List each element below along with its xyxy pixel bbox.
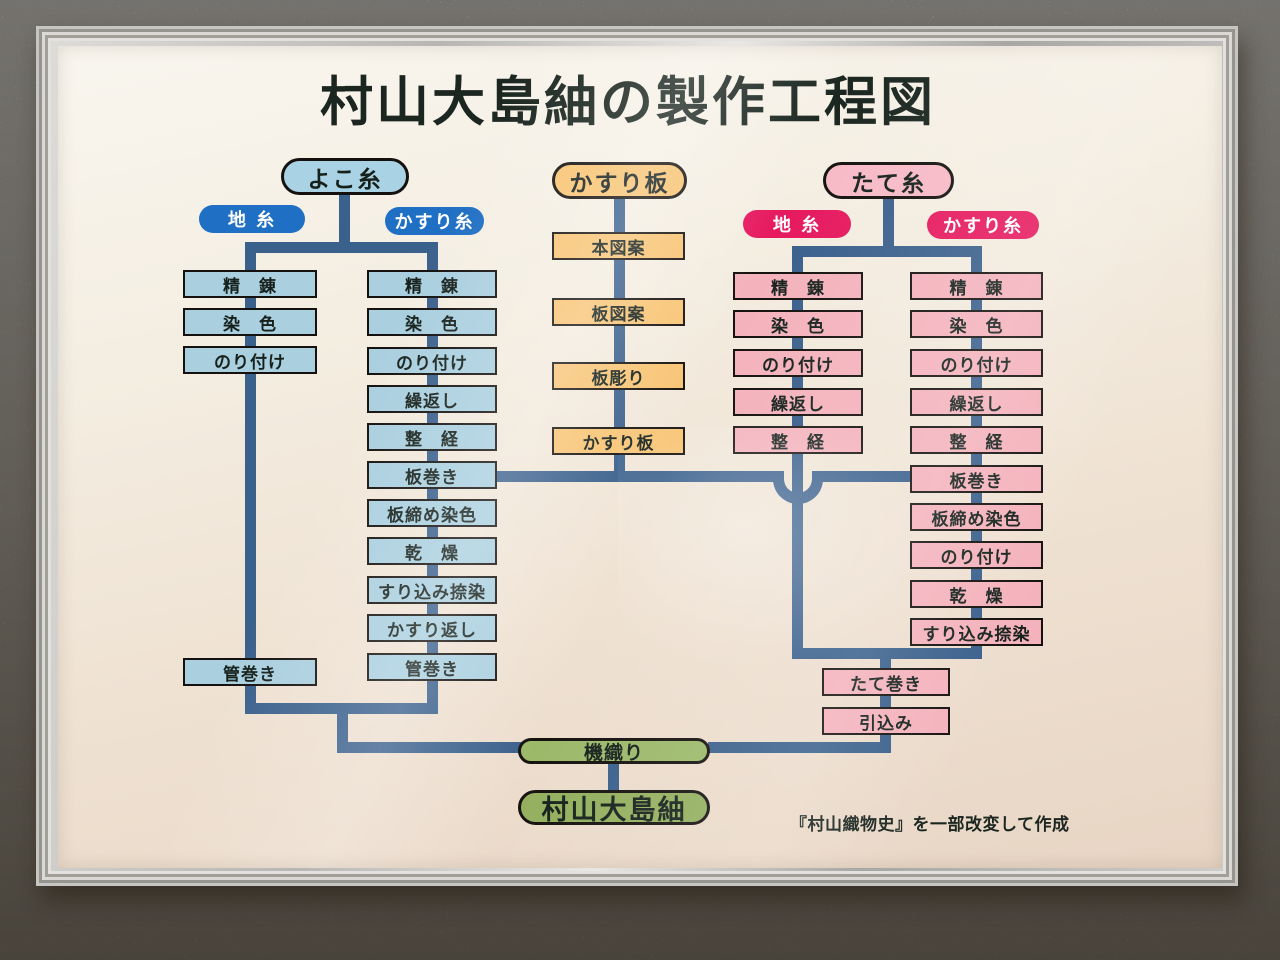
step-ita-2: 板彫り — [552, 362, 685, 390]
step-ita-1: 板図案 — [552, 298, 685, 326]
source-note: 『村山織物史』を一部改変して作成 — [790, 815, 1070, 835]
poster-paper: よこ糸 かすり板 たて糸 地 糸 かすり糸 地 糸 かすり糸 精 錬 染 色 の… — [58, 46, 1222, 868]
connector-right-merge — [792, 648, 982, 659]
step-tate-kasuri-4: 整 経 — [910, 426, 1043, 454]
step-tate-kasuri-2: のり付け — [910, 349, 1043, 377]
step-tate-jiito-3: 繰返し — [733, 388, 863, 416]
step-tate-kasuri-5: 板巻き — [910, 465, 1043, 493]
glare-overlay-2 — [618, 426, 938, 686]
step-yoko-jiito-kudamaki: 管巻き — [183, 658, 317, 686]
step-tate-kasuri-7: のり付け — [910, 541, 1043, 569]
step-tate-jiito-1: 染 色 — [733, 310, 863, 338]
step-yoko-kasuri-2: のり付け — [367, 347, 497, 375]
connector-left-jiito-lower — [245, 684, 256, 714]
node-tate-ito: たて糸 — [823, 162, 954, 199]
step-tate-kasuri-3: 繰返し — [910, 388, 1043, 416]
step-yoko-kasuri-6: 板締め染色 — [367, 499, 497, 527]
step-yoko-kasuri-9: かすり返し — [367, 614, 497, 642]
node-kasuri-ita: かすり板 — [552, 162, 687, 199]
step-tate-merge-tatemaki: たて巻き — [822, 668, 950, 696]
connector-left-kasuri-lower — [427, 679, 438, 714]
step-tate-jiito-4: 整 経 — [733, 426, 863, 454]
step-yoko-jiito-noritsuke: のり付け — [183, 346, 317, 374]
connector-tatemaki-hikikomi — [880, 694, 891, 709]
step-tate-kasuri-6: 板締め染色 — [910, 503, 1043, 531]
connector-left-branch — [245, 242, 438, 253]
badge-yoko-kasuri: かすり糸 — [385, 207, 484, 235]
step-yoko-kasuri-10: 管巻き — [367, 653, 497, 681]
badge-tate-kasuri: かすり糸 — [927, 211, 1039, 239]
connector-left-jiito-vertical — [245, 242, 256, 660]
badge-yoko-jiito: 地 糸 — [199, 205, 305, 233]
badge-tate-jiito: 地 糸 — [743, 210, 851, 238]
step-yoko-kasuri-3: 繰返し — [367, 385, 497, 413]
step-ita-3: かすり板 — [552, 427, 685, 455]
step-yoko-kasuri-1: 染 色 — [367, 308, 497, 336]
connector-yoko-stem — [339, 192, 350, 253]
step-tate-kasuri-0: 精 錬 — [910, 272, 1043, 300]
step-tate-kasuri-9: すり込み捺染 — [910, 618, 1043, 646]
step-yoko-kasuri-5: 板巻き — [367, 461, 497, 489]
step-tate-kasuri-8: 乾 燥 — [910, 580, 1043, 608]
step-ita-0: 本図案 — [552, 232, 685, 260]
connector-right-bottom — [708, 742, 891, 753]
step-tate-merge-hikikomi: 引込み — [822, 707, 950, 735]
connector-left-bottom — [337, 742, 523, 753]
connector-center-stem — [614, 195, 625, 482]
connector-center-horizontal-left — [496, 471, 784, 482]
connector-tate-stem — [883, 196, 894, 257]
step-yoko-kasuri-0: 精 錬 — [367, 270, 497, 298]
connector-tatemaki-stem — [880, 657, 891, 670]
step-yoko-jiito-senshoku: 染 色 — [183, 308, 317, 336]
page-title: 村山大島紬の製作工程図 — [320, 72, 936, 133]
connector-loom-product — [608, 762, 619, 792]
step-yoko-kasuri-4: 整 経 — [367, 423, 497, 451]
step-yoko-kasuri-8: すり込み捺染 — [367, 576, 497, 604]
step-yoko-jiito-seiren: 精 錬 — [183, 270, 317, 298]
step-tate-kasuri-1: 染 色 — [910, 310, 1043, 338]
step-tate-jiito-2: のり付け — [733, 349, 863, 377]
step-yoko-kasuri-7: 乾 燥 — [367, 537, 497, 565]
step-tate-jiito-0: 精 錬 — [733, 272, 863, 300]
node-yoko-ito: よこ糸 — [281, 158, 409, 195]
connector-left-step — [337, 703, 348, 753]
connector-right-branch — [792, 246, 982, 257]
node-murayama-oshima-tsumugi: 村山大島紬 — [518, 790, 710, 826]
node-hataori: 機織り — [518, 738, 710, 764]
connector-center-horizontal-right — [812, 471, 910, 482]
